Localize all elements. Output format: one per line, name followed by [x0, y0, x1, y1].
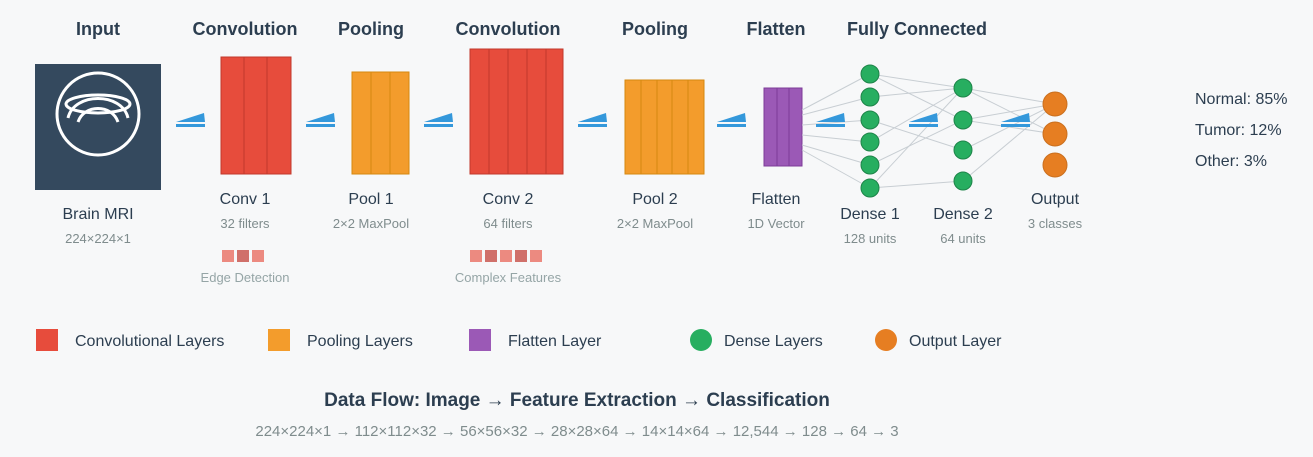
arrow-icon — [306, 113, 335, 127]
arrow-icon — [816, 113, 845, 127]
dense2-node — [953, 110, 973, 130]
prediction-normal: Normal: 85% — [1195, 91, 1287, 108]
layer-name-pool1: Pool 1 — [348, 191, 393, 208]
layer-detail-dense2: 64 units — [940, 231, 986, 246]
arrow-icon — [424, 113, 453, 127]
dense1-node — [860, 110, 880, 130]
layer-detail-brain-mri: 224×224×1 — [65, 231, 131, 246]
pool2-block — [624, 79, 705, 175]
layer-detail-output: 3 classes — [1028, 216, 1083, 231]
output-node — [1042, 152, 1068, 178]
legend-label-dense: Dense Layers — [724, 333, 823, 350]
arrow-icon — [578, 113, 607, 127]
layer-detail-pool1: 2×2 MaxPool — [333, 216, 409, 231]
feature-note-edge-detection: Edge Detection — [201, 270, 290, 285]
stage-headers: Input Convolution Pooling Convolution Po… — [76, 19, 987, 39]
dense1-node — [860, 155, 880, 175]
output-node — [1042, 91, 1068, 117]
dense2-node — [953, 78, 973, 98]
layer-name-brain-mri: Brain MRI — [62, 206, 133, 223]
brain-icon — [55, 71, 141, 157]
layer-name-conv1: Conv 1 — [220, 191, 271, 208]
dense2-nodes — [953, 78, 973, 191]
layer-name-flatten: Flatten — [752, 191, 801, 208]
input-mri-box — [35, 64, 161, 190]
header-fully-connected: Fully Connected — [847, 19, 987, 39]
predictions: Normal: 85% Tumor: 12% Other: 3% — [1195, 91, 1287, 170]
feature-note-complex-features: Complex Features — [455, 270, 562, 285]
header-input: Input — [76, 19, 120, 39]
header-pooling-2: Pooling — [622, 19, 688, 39]
legend-label-flatten: Flatten Layer — [508, 333, 602, 350]
dense1-node — [860, 87, 880, 107]
dense2-node — [953, 140, 973, 160]
legend-label-output: Output Layer — [909, 333, 1002, 350]
pool1-block — [351, 71, 410, 175]
flow-arrows — [176, 113, 1030, 127]
output-nodes — [1042, 91, 1068, 178]
legend-swatch-dense — [690, 329, 712, 351]
layer-detail-flatten: 1D Vector — [747, 216, 805, 231]
prediction-other: Other: 3% — [1195, 153, 1267, 170]
legend-label-pool: Pooling Layers — [307, 333, 413, 350]
arrow-icon — [176, 113, 205, 127]
layer-detail-dense1: 128 units — [844, 231, 897, 246]
dense-connections — [801, 73, 1056, 189]
layer-name-dense1: Dense 1 — [840, 206, 900, 223]
prediction-tumor: Tumor: 12% — [1195, 122, 1282, 139]
layer-detail-pool2: 2×2 MaxPool — [617, 216, 693, 231]
arrow-icon — [909, 113, 938, 127]
legend: Convolutional Layers Pooling Layers Flat… — [36, 329, 1002, 351]
legend-swatch-flatten — [469, 329, 491, 351]
dense2-node — [953, 171, 973, 191]
legend-swatch-output — [875, 329, 897, 351]
feature-map-squares-conv2 — [470, 250, 542, 262]
legend-label-conv: Convolutional Layers — [75, 333, 224, 350]
input-mri-block — [35, 64, 161, 190]
data-flow-dimensions: 224×224×1 → 112×112×32 → 56×56×32 → 28×2… — [255, 423, 898, 440]
layer-detail-conv2: 64 filters — [483, 216, 533, 231]
layer-detail-conv1: 32 filters — [220, 216, 270, 231]
legend-swatch-pool — [268, 329, 290, 351]
flatten-block — [763, 87, 803, 167]
output-node — [1042, 121, 1068, 147]
arrow-icon — [1001, 113, 1030, 127]
legend-swatch-conv — [36, 329, 58, 351]
layer-name-conv2: Conv 2 — [483, 191, 534, 208]
dense1-nodes — [860, 64, 880, 198]
layer-name-output: Output — [1031, 191, 1080, 208]
header-pooling-1: Pooling — [338, 19, 404, 39]
arrow-icon — [717, 113, 746, 127]
layer-name-pool2: Pool 2 — [632, 191, 677, 208]
header-convolution-1: Convolution — [193, 19, 298, 39]
dense1-node — [860, 132, 880, 152]
data-flow-title: Data Flow: Image → Feature Extraction → … — [324, 390, 830, 411]
dense1-node — [860, 178, 880, 198]
layer-name-dense2: Dense 2 — [933, 206, 993, 223]
dense1-node — [860, 64, 880, 84]
header-flatten: Flatten — [746, 19, 805, 39]
conv2-block — [469, 48, 564, 175]
conv1-block — [220, 56, 292, 175]
feature-map-squares-conv1 — [222, 250, 264, 262]
header-convolution-2: Convolution — [456, 19, 561, 39]
